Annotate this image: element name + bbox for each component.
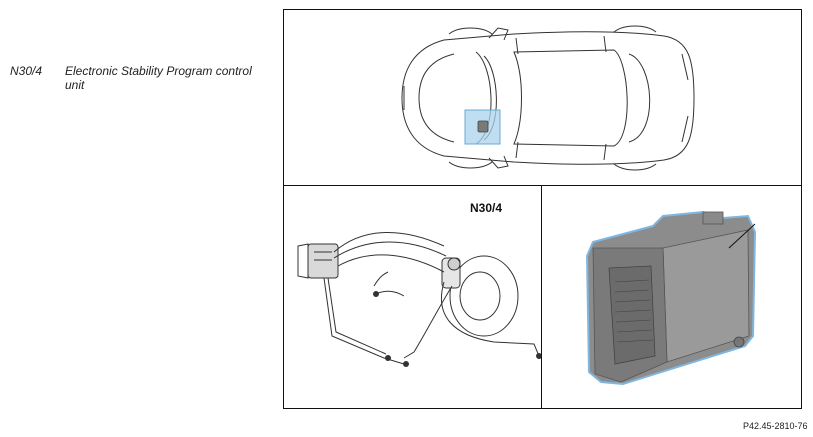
line-end-fitting-4: [403, 361, 409, 367]
car-rear-window: [628, 53, 651, 143]
brake-line-5: [327, 277, 387, 355]
vehicle-top-view: [401, 25, 695, 171]
brake-lines-panel: [284, 186, 542, 408]
legend-row: N30/4 Electronic Stability Program contr…: [10, 64, 270, 92]
car-hood: [418, 53, 455, 143]
esp-location-marker: [477, 120, 489, 133]
brake-line-4: [323, 277, 405, 365]
car-rear-lights: [681, 53, 689, 143]
car-wheel-arch-fl: [448, 27, 493, 35]
brake-line-6: [440, 281, 540, 357]
car-wheel-arch-rl: [613, 25, 657, 33]
brake-line-1: [333, 232, 445, 253]
brake-lines-illustration: [297, 232, 541, 367]
line-end-fitting-3: [536, 353, 541, 359]
mounting-tab-top: [702, 211, 724, 225]
legend: N30/4 Electronic Stability Program contr…: [10, 64, 270, 92]
car-roof: [513, 49, 628, 147]
car-mirror-left: [488, 27, 509, 41]
esp-unit-left: [307, 243, 339, 279]
reservoir-cap: [447, 257, 461, 271]
brake-line-7: [375, 290, 405, 297]
callout-label: N30/4: [470, 201, 503, 215]
vehicle-overview-panel: [284, 10, 801, 186]
callout-leader: [728, 223, 756, 249]
esp-unit-left-detail: [297, 243, 332, 279]
legend-code: N30/4: [10, 64, 43, 78]
control-unit-panel: [543, 186, 801, 408]
brake-line-2: [333, 241, 447, 259]
car-wheel-arch-fr: [448, 161, 493, 169]
car-body-outline: [401, 31, 695, 165]
brake-booster-inner: [459, 271, 501, 321]
figure-frame: [283, 9, 802, 409]
line-end-fitting-1: [373, 291, 379, 297]
line-end-fitting-2: [385, 355, 391, 361]
brake-line-9: [373, 271, 389, 287]
mounting-hole: [733, 336, 745, 348]
esp-location-highlight: [464, 109, 501, 145]
brake-line-8: [403, 285, 453, 359]
brake-line-3: [337, 254, 445, 273]
legend-description: Electronic Stability Program control uni…: [65, 64, 252, 92]
connector-pins: [614, 279, 654, 343]
car-mirror-right: [488, 155, 509, 169]
brake-booster: [449, 255, 519, 337]
car-door-lines: [515, 35, 607, 161]
figure-id: P42.45-2810-76: [743, 421, 808, 431]
car-wheel-arch-rr: [613, 163, 657, 171]
esp-control-unit-illustration: [585, 210, 757, 386]
